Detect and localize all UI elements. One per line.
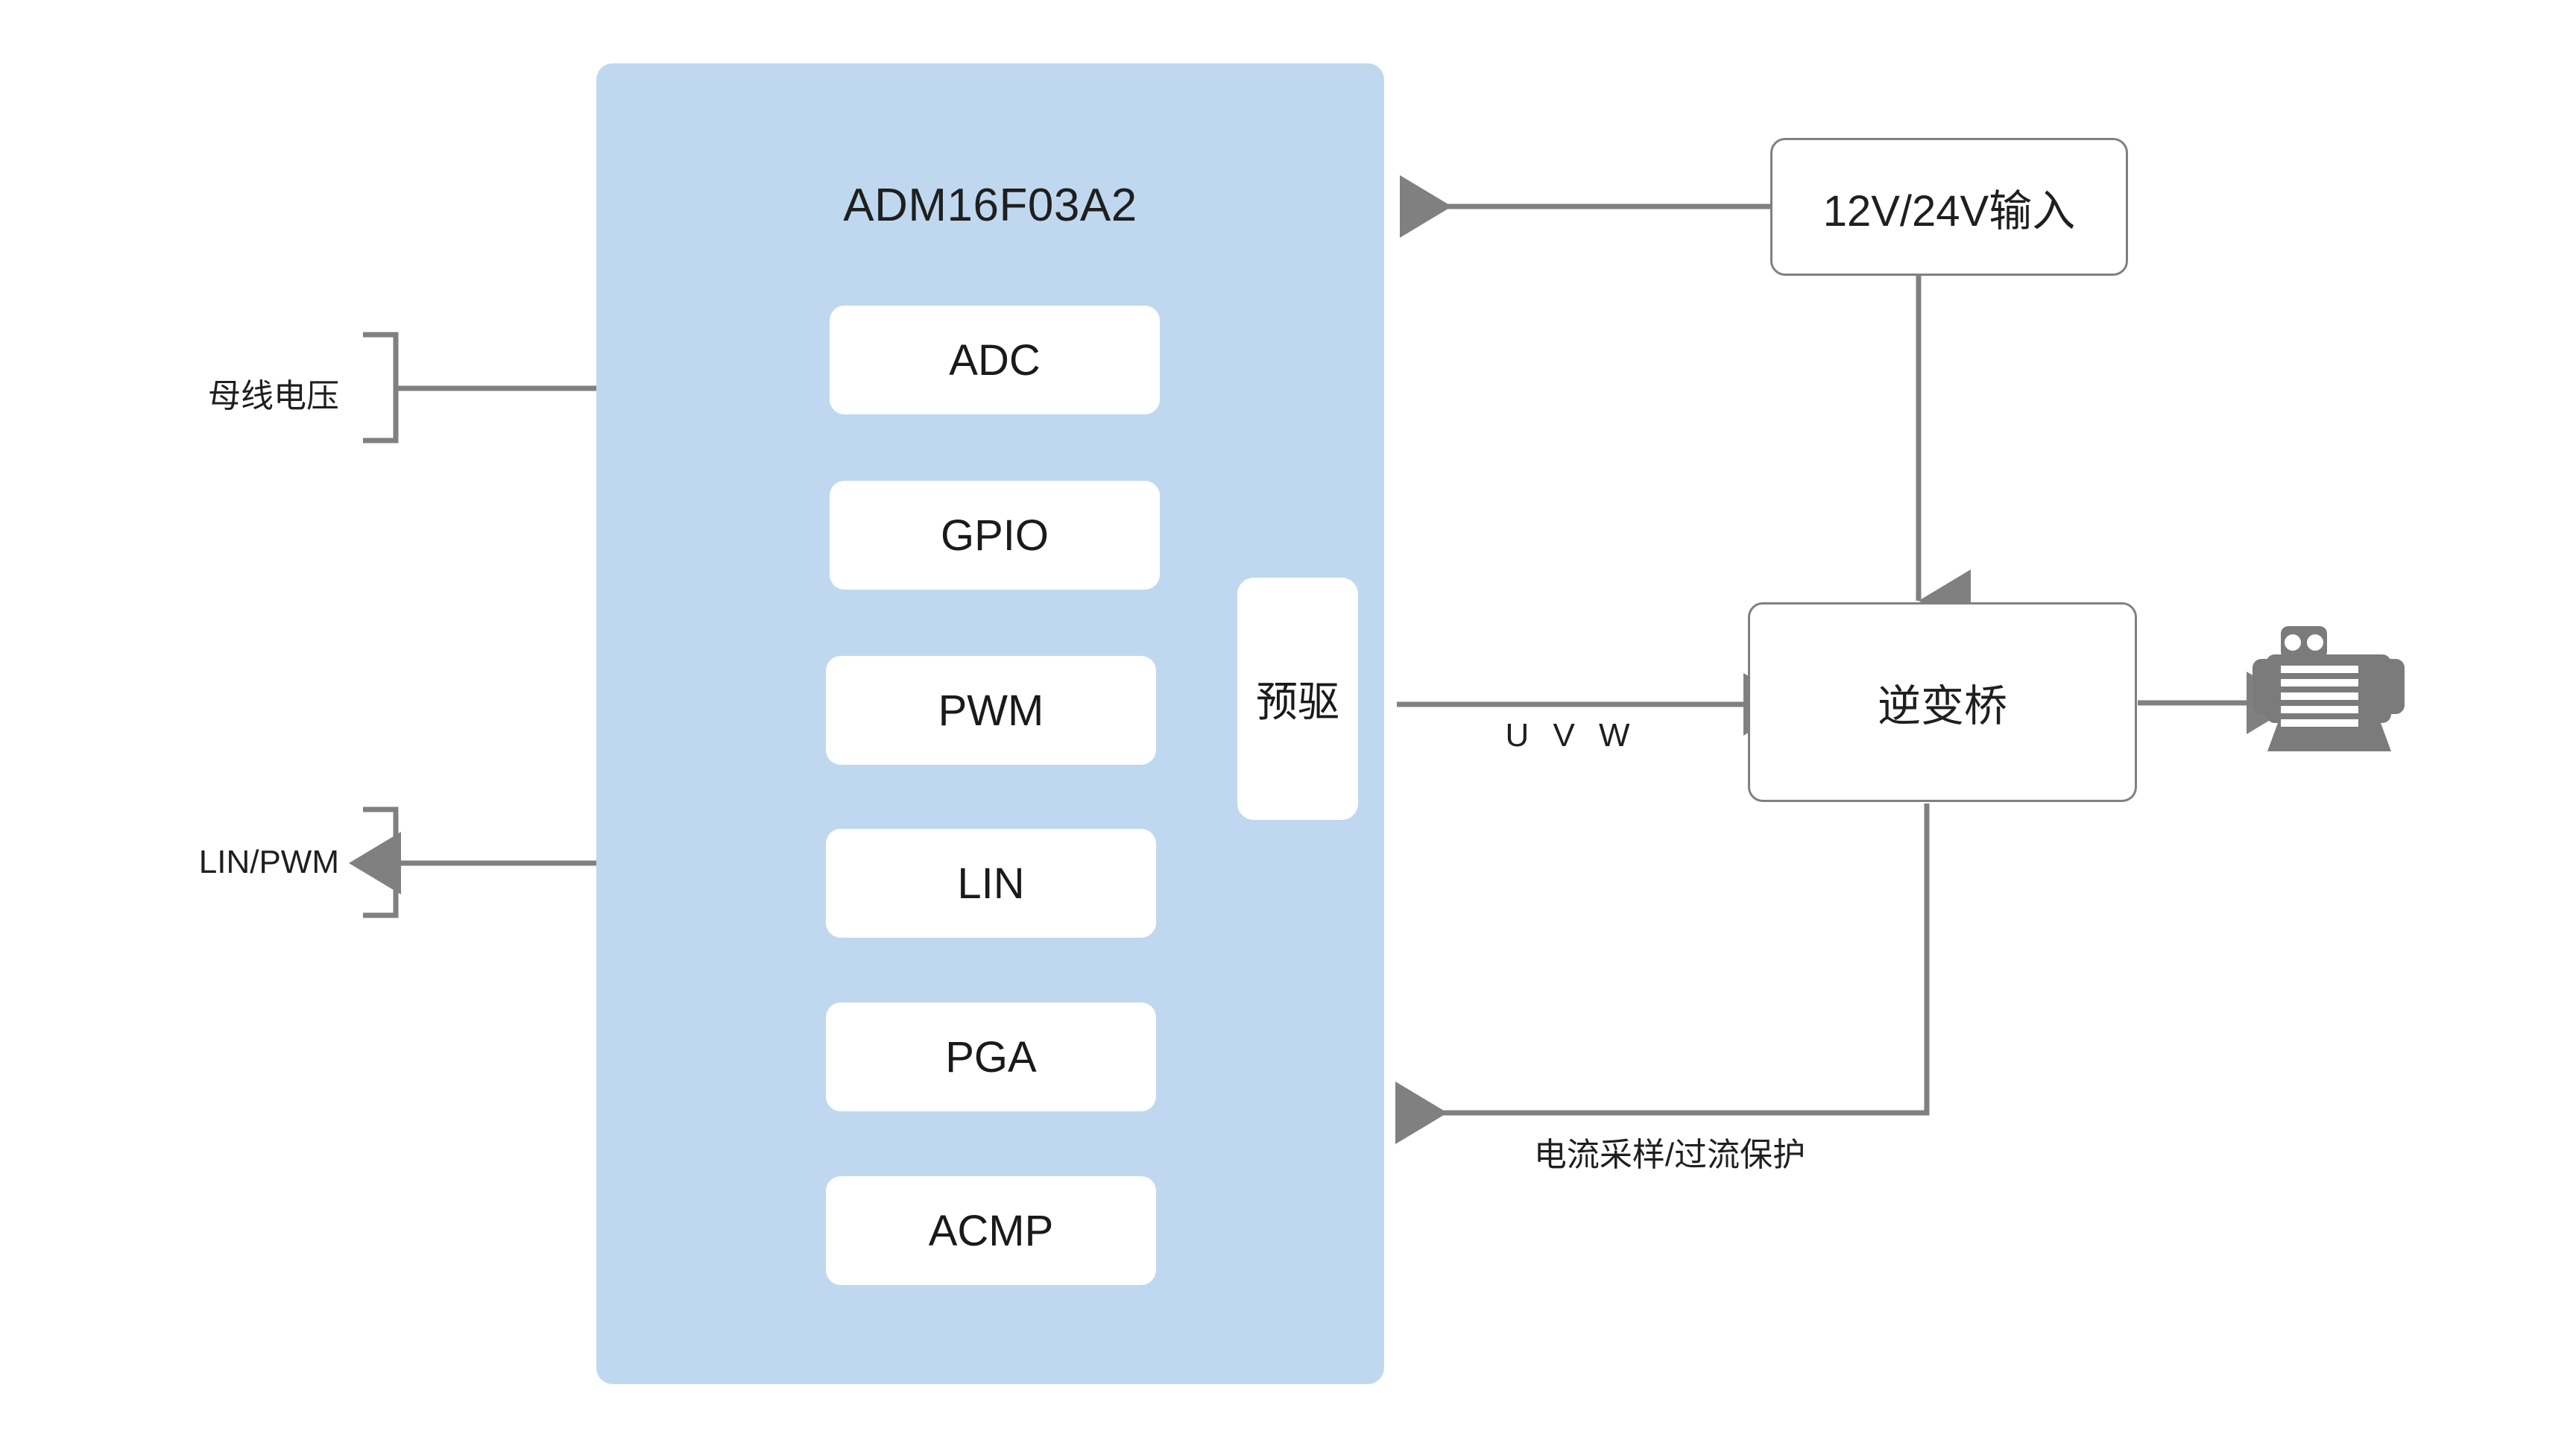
mcu-module-predriver-label: 预驱 <box>1256 678 1339 725</box>
edge-label-uvw: U V W <box>1505 717 1638 754</box>
motor-icon[interactable] <box>2250 625 2408 759</box>
mcu-module-adc[interactable]: ADC <box>830 306 1160 414</box>
lin-pwm-bracket <box>363 806 399 918</box>
bus-voltage-bracket <box>363 332 399 443</box>
mcu-module-pwm[interactable]: PWM <box>826 656 1156 765</box>
inverter-bridge-box[interactable]: 逆变桥 <box>1748 602 2137 802</box>
mcu-module-acmp[interactable]: ACMP <box>826 1176 1156 1285</box>
input-label-lin-pwm: LIN/PWM <box>198 844 339 880</box>
mcu-module-pga-label: PGA <box>945 1032 1037 1082</box>
inverter-bridge-label: 逆变桥 <box>1877 682 2007 730</box>
motor-icon-glyph <box>2253 626 2405 751</box>
mcu-module-lin[interactable]: LIN <box>826 829 1156 938</box>
input-label-bus-voltage: 母线电压 <box>208 378 339 414</box>
mcu-module-adc-label: ADC <box>949 335 1041 385</box>
mcu-title: ADM16F03A2 <box>843 180 1137 231</box>
mcu-module-pwm-label: PWM <box>938 686 1044 735</box>
power-input-label: 12V/24V输入 <box>1822 186 2076 236</box>
mcu-module-gpio[interactable]: GPIO <box>830 481 1160 590</box>
mcu-module-predriver[interactable]: 预驱 <box>1237 578 1358 820</box>
mcu-module-gpio-label: GPIO <box>940 511 1049 560</box>
mcu-module-lin-label: LIN <box>957 859 1025 908</box>
wire-current-feedback <box>1395 804 1930 1144</box>
mcu-module-acmp-label: ACMP <box>928 1206 1054 1255</box>
edge-label-current-feedback: 电流采样/过流保护 <box>1533 1137 1806 1173</box>
power-input-box[interactable]: 12V/24V输入 <box>1770 138 2128 276</box>
mcu-module-pga[interactable]: PGA <box>826 1003 1156 1111</box>
